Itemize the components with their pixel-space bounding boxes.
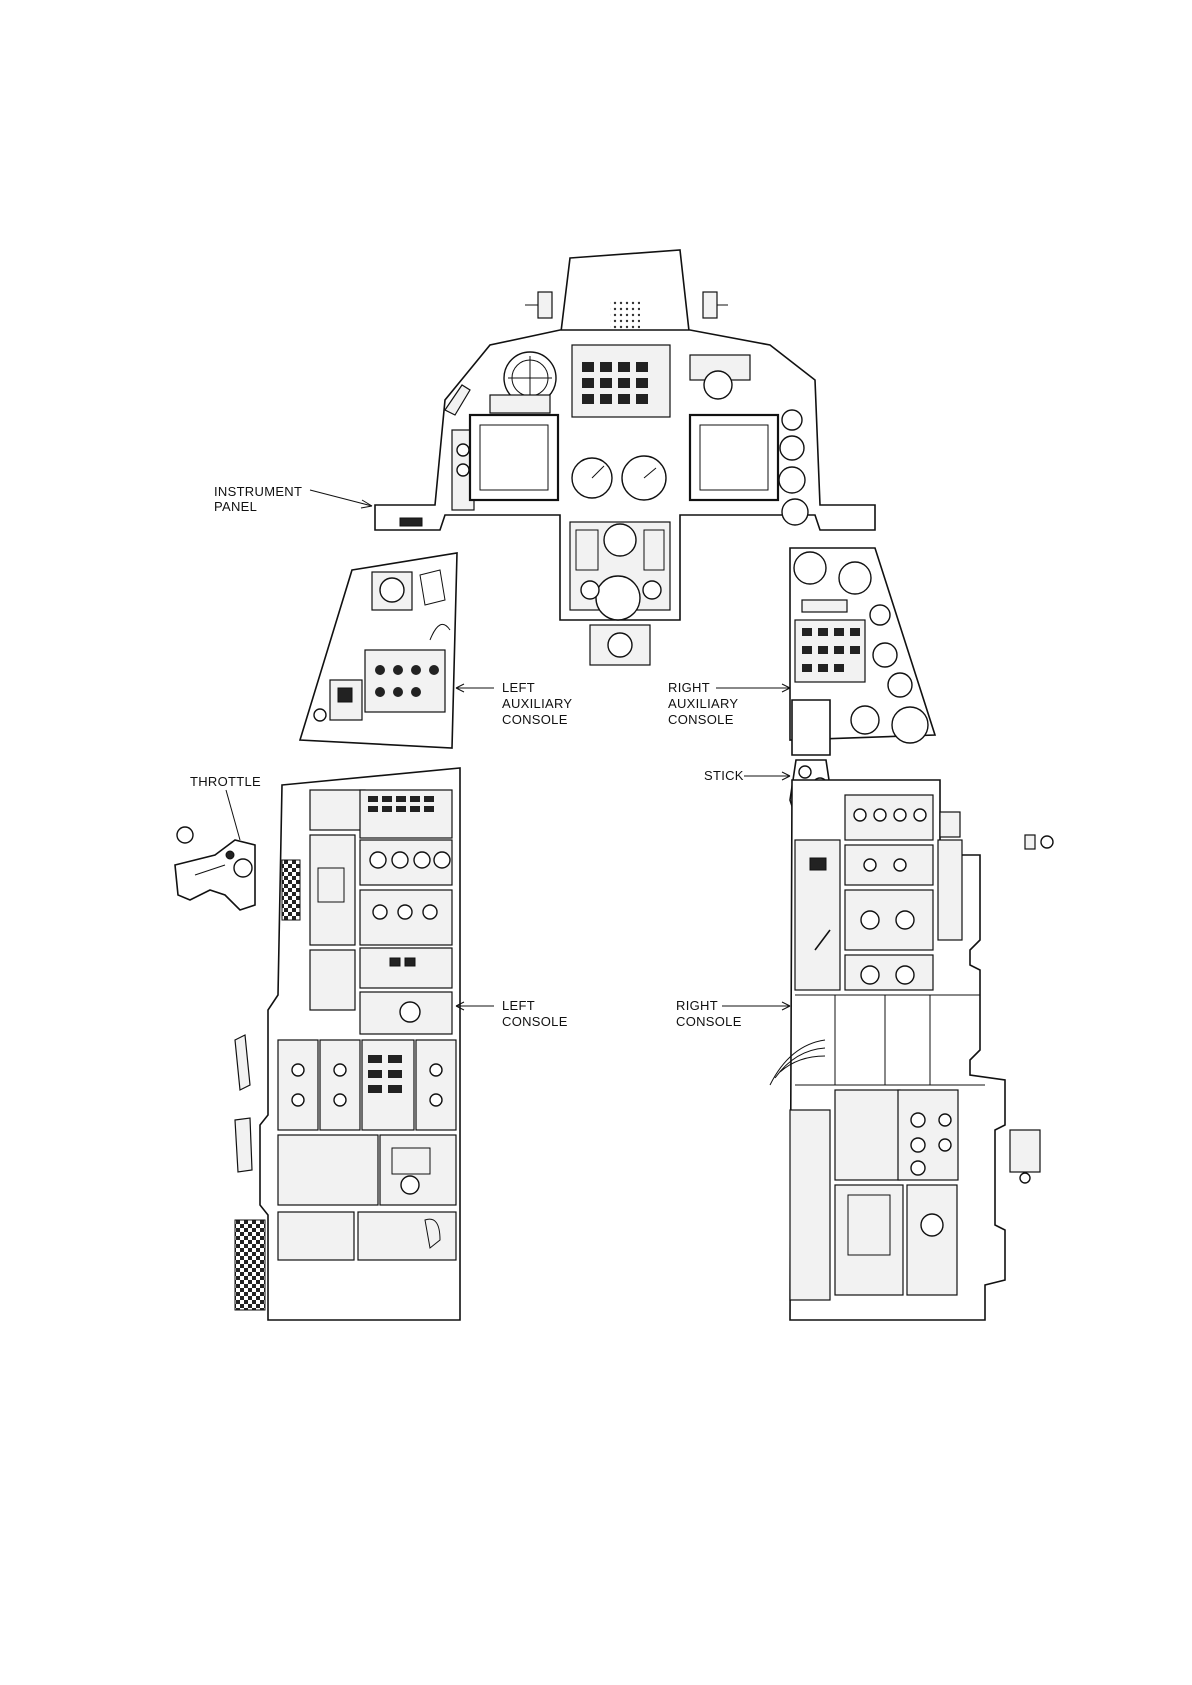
- svg-text:AUXILIARY: AUXILIARY: [502, 696, 572, 711]
- svg-text:STICK: STICK: [704, 768, 744, 783]
- svg-text:CONSOLE: CONSOLE: [676, 1014, 742, 1029]
- svg-text:THROTTLE: THROTTLE: [190, 774, 261, 789]
- svg-text:RIGHT: RIGHT: [668, 680, 710, 695]
- right-console: [770, 780, 1053, 1320]
- label-right-auxiliary-console: RIGHT AUXILIARY CONSOLE: [668, 680, 790, 727]
- svg-text:CONSOLE: CONSOLE: [668, 712, 734, 727]
- svg-text:CONSOLE: CONSOLE: [502, 1014, 568, 1029]
- svg-text:LEFT: LEFT: [502, 680, 535, 695]
- label-instrument-panel: INSTRUMENT PANEL: [214, 484, 372, 514]
- label-stick: STICK: [704, 768, 790, 783]
- svg-text:RIGHT: RIGHT: [676, 998, 718, 1013]
- throttle: [175, 827, 255, 910]
- label-right-console: RIGHT CONSOLE: [676, 998, 790, 1029]
- leader-instrument-panel: [310, 490, 372, 506]
- left-auxiliary-console: [300, 553, 457, 748]
- svg-text:LEFT: LEFT: [502, 998, 535, 1013]
- svg-text:INSTRUMENT: INSTRUMENT: [214, 484, 302, 499]
- svg-text:PANEL: PANEL: [214, 499, 257, 514]
- svg-text:CONSOLE: CONSOLE: [502, 712, 568, 727]
- label-left-console: LEFT CONSOLE: [456, 998, 568, 1029]
- leader-throttle: [226, 790, 240, 840]
- label-left-auxiliary-console: LEFT AUXILIARY CONSOLE: [456, 680, 572, 727]
- label-throttle: THROTTLE: [190, 774, 261, 840]
- left-console: [235, 768, 460, 1320]
- svg-text:AUXILIARY: AUXILIARY: [668, 696, 738, 711]
